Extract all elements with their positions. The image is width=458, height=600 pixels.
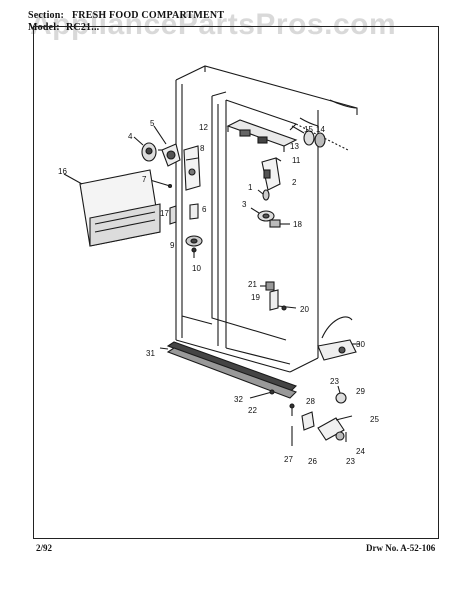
hinge-bracket: [317, 316, 360, 361]
section-label: Section:: [28, 10, 65, 21]
watermark: AppliancePartsPros.com: [30, 8, 397, 41]
callout-14: 14: [316, 125, 325, 134]
callout-13: 13: [290, 142, 299, 151]
callout-21: 21: [248, 280, 257, 289]
callout-25: 25: [370, 415, 379, 424]
damper-control-parts: [133, 125, 203, 258]
callout-32: 32: [234, 395, 243, 404]
model-label: Model:: [28, 22, 60, 33]
drawing-number: Drw No. A-52-106: [366, 543, 436, 553]
callout-16: 16: [58, 167, 67, 176]
model-number: RC21...: [66, 22, 100, 33]
callout-2: 2: [292, 178, 297, 187]
callout-15: 15: [304, 125, 313, 134]
switch-part: [269, 219, 290, 228]
revision-date: 2/92: [36, 543, 53, 553]
callout-30: 30: [356, 340, 365, 349]
callout-24: 24: [356, 447, 365, 456]
callout-7: 7: [142, 175, 147, 184]
callout-19: 19: [251, 293, 260, 302]
callout-31: 31: [146, 349, 155, 358]
callout-5: 5: [150, 119, 155, 128]
callout-17: 17: [160, 209, 169, 218]
section-title: FRESH FOOD COMPARTMENT: [72, 10, 225, 21]
callout-8: 8: [200, 144, 205, 153]
knob-assembly: [291, 125, 326, 148]
callout-28: 28: [306, 397, 315, 406]
callout-20: 20: [300, 305, 309, 314]
callout-3: 3: [242, 200, 247, 209]
callout-23-upper: 23: [330, 377, 339, 386]
door-switch-bracket: [260, 281, 297, 311]
callout-26: 26: [308, 457, 317, 466]
control-cover-panel: [63, 169, 161, 247]
callout-12: 12: [199, 123, 208, 132]
callout-10: 10: [192, 264, 201, 273]
light-lens: [250, 207, 275, 222]
callout-23-lower: 23: [346, 457, 355, 466]
light-housing: [261, 157, 282, 191]
light-bulb: [257, 189, 270, 201]
callout-6: 6: [202, 205, 207, 214]
callout-4: 4: [128, 132, 133, 141]
callout-11: 11: [292, 156, 301, 165]
callout-18: 18: [293, 220, 302, 229]
toe-grille: [159, 341, 298, 399]
callout-22: 22: [248, 406, 257, 415]
cabinet-liner: [175, 65, 358, 373]
lower-hinge-parts: [249, 385, 353, 446]
callout-27: 27: [284, 455, 293, 464]
control-housing: [226, 119, 298, 152]
callout-9: 9: [170, 241, 175, 250]
diagram-frame: [33, 26, 439, 539]
callout-29: 29: [356, 387, 365, 396]
callout-1: 1: [248, 183, 253, 192]
